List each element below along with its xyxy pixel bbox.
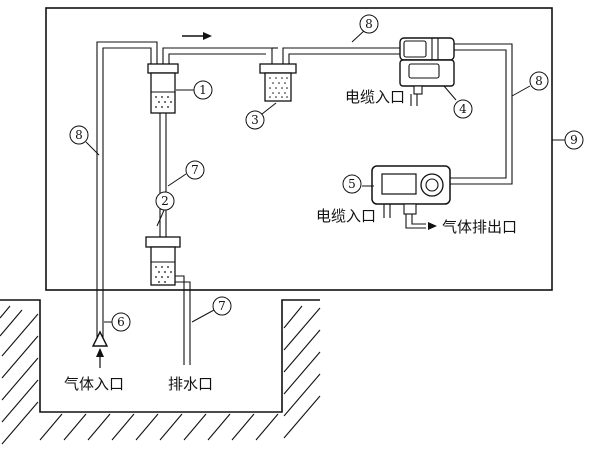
- callout-1: 1: [193, 80, 213, 100]
- water-trap-1: [147, 63, 179, 114]
- gas-tubing: [96, 41, 513, 338]
- ground-pit: [0, 299, 321, 445]
- gas-outlet-arrow: [428, 222, 437, 230]
- callout-5: 5: [342, 174, 362, 194]
- water-trap-2: [145, 236, 181, 286]
- svg-text:7: 7: [218, 299, 226, 313]
- callout-2: 2: [155, 191, 175, 211]
- callout-7-lower: 7: [212, 296, 232, 316]
- pit-hatch-left: [0, 305, 39, 445]
- label-gas-inlet: 气体入口: [64, 375, 124, 393]
- callout-7-upper: 7: [185, 160, 205, 180]
- leader-lines: [85, 29, 566, 323]
- svg-text:8: 8: [535, 74, 543, 88]
- callout-numbers: 1 2 3 4 5 6 7 7: [69, 14, 584, 332]
- label-cable-inlet-lower: 电缆入口: [316, 207, 376, 225]
- callout-8-right: 8: [529, 71, 549, 91]
- enclosure-box: [45, 7, 553, 291]
- callout-4: 4: [453, 99, 473, 119]
- callout-6: 6: [111, 312, 131, 332]
- label-drain-outlet: 排水口: [168, 375, 213, 393]
- svg-text:9: 9: [570, 133, 578, 147]
- pump-4: [399, 37, 455, 106]
- svg-text:2: 2: [161, 194, 169, 208]
- label-cable-inlet-upper: 电缆入口: [345, 88, 405, 106]
- analyzer-5: [371, 165, 451, 229]
- svg-text:8: 8: [75, 128, 83, 142]
- drain-tube-lower: [175, 275, 191, 365]
- callout-3: 3: [245, 110, 265, 130]
- filter-3: [259, 63, 297, 102]
- pit-hatch-bottom: [39, 413, 279, 441]
- svg-text:5: 5: [348, 177, 356, 191]
- svg-text:3: 3: [251, 113, 259, 127]
- gas-inlet-triangle: [91, 330, 109, 368]
- pit-hatch-right: [283, 305, 321, 439]
- callout-8-left: 8: [69, 125, 89, 145]
- callout-8-top: 8: [359, 14, 379, 34]
- drain-tube-upper: [159, 113, 167, 237]
- callout-9: 9: [564, 130, 584, 150]
- svg-text:8: 8: [365, 17, 373, 31]
- svg-text:4: 4: [459, 102, 467, 116]
- svg-text:6: 6: [117, 315, 125, 329]
- label-gas-outlet: 气体排出口: [442, 218, 517, 236]
- svg-text:7: 7: [191, 163, 199, 177]
- flow-direction-arrow: [182, 32, 212, 40]
- svg-text:1: 1: [199, 83, 207, 97]
